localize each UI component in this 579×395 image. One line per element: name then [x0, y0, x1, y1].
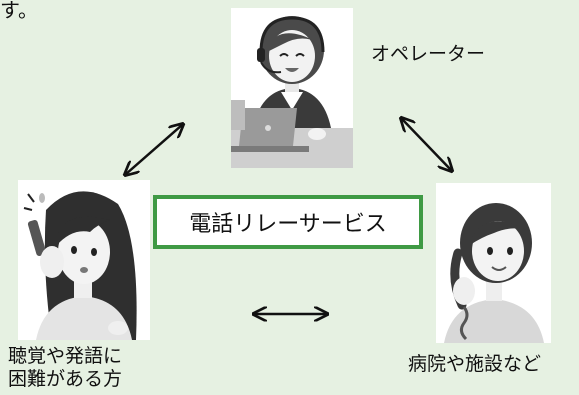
caller-label: 聴覚や発語に 困難がある方 [8, 345, 122, 391]
relay-service-box: 電話リレーサービス [153, 195, 423, 249]
caller-illustration [18, 180, 150, 340]
hospital-label: 病院や施設など [408, 353, 542, 375]
hospital-staff-photo [436, 183, 551, 343]
caller-photo [18, 180, 150, 340]
text-fragment: す。 [0, 0, 38, 22]
arrow-operator-hospital [402, 119, 451, 170]
operator-photo [231, 8, 353, 168]
hospital-staff-illustration [436, 183, 551, 343]
caller-label-line2: 困難がある方 [8, 367, 123, 390]
operator-illustration [231, 8, 353, 168]
operator-label: オペレーター [371, 43, 486, 65]
arrow-caller-operator [126, 125, 182, 174]
caller-label-line1: 聴覚や発語に [8, 345, 123, 367]
